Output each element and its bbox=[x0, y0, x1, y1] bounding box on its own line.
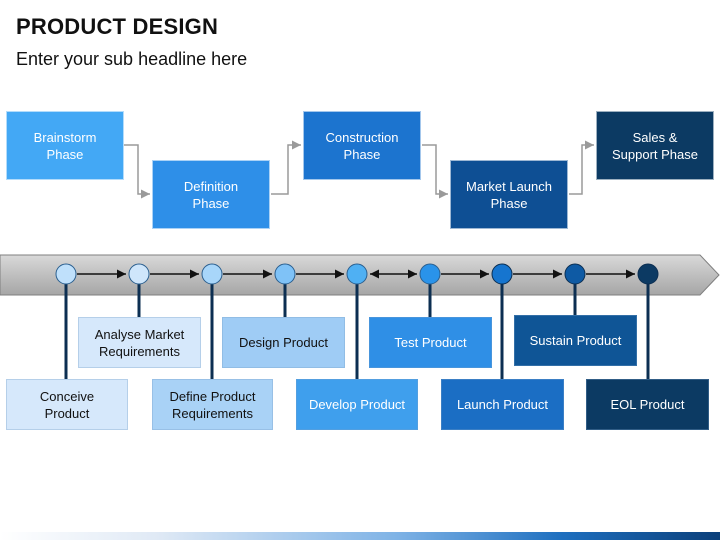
timeline-node bbox=[637, 263, 659, 285]
connector-definition-construction bbox=[271, 140, 301, 195]
timeline-node bbox=[564, 263, 586, 285]
phase-market-launch: Market Launch Phase bbox=[450, 160, 568, 229]
connector-construction-market bbox=[422, 144, 448, 199]
footer-accent-bar bbox=[0, 532, 720, 540]
step-conceive-product: Conceive Product bbox=[6, 379, 128, 430]
step-design-product: Design Product bbox=[222, 317, 345, 368]
timeline-node bbox=[491, 263, 513, 285]
phase-sales-support: Sales & Support Phase bbox=[596, 111, 714, 180]
step-analyse-market: Analyse Market Requirements bbox=[78, 317, 201, 368]
page-title: PRODUCT DESIGN bbox=[16, 14, 219, 39]
timeline-node bbox=[128, 263, 150, 285]
phase-brainstorm: Brainstorm Phase bbox=[6, 111, 124, 180]
page-subtitle: Enter your sub headline here bbox=[16, 49, 248, 69]
step-launch-product: Launch Product bbox=[441, 379, 564, 430]
step-eol-product: EOL Product bbox=[586, 379, 709, 430]
timeline-node bbox=[346, 263, 368, 285]
step-sustain-product: Sustain Product bbox=[514, 315, 637, 366]
timeline-node bbox=[274, 263, 296, 285]
step-develop-product: Develop Product bbox=[296, 379, 418, 430]
timeline-node bbox=[419, 263, 441, 285]
timeline-node bbox=[201, 263, 223, 285]
connector-market-sales bbox=[569, 140, 594, 195]
phase-construction: Construction Phase bbox=[303, 111, 421, 180]
step-test-product: Test Product bbox=[369, 317, 492, 368]
connector-brainstorm-definition bbox=[124, 144, 150, 199]
phase-definition: Definition Phase bbox=[152, 160, 270, 229]
step-define-product-requirements: Define Product Requirements bbox=[152, 379, 273, 430]
timeline-node bbox=[55, 263, 77, 285]
